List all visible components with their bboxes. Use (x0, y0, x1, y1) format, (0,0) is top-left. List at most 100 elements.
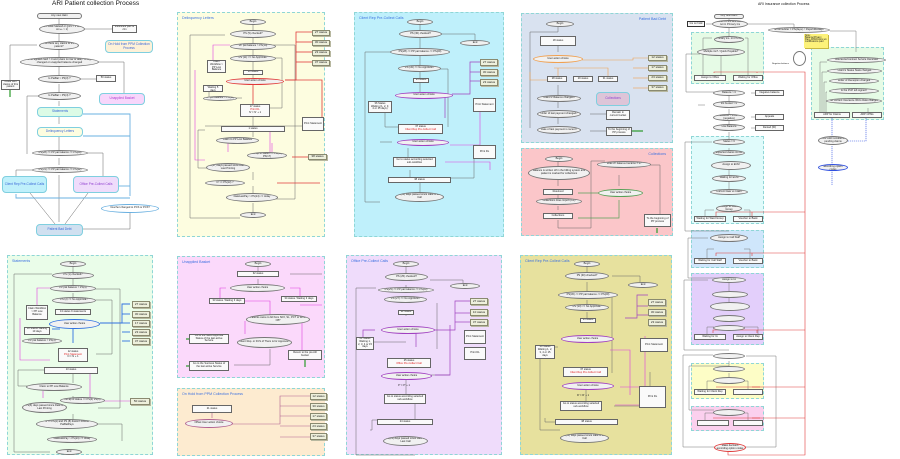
node-patient-bad-debt[interactable]: Patient Bad Debt (36, 224, 83, 236)
status-box: 17 status (648, 65, 667, 71)
decision: Client Rep. or FCS of Them is for Approv… (237, 337, 292, 348)
status-box: 27 status (470, 298, 488, 305)
decision: N >= PS(2) and PS (8) doesn't include Pa… (36, 419, 98, 429)
print-dl-text: Print DL (250, 108, 260, 112)
decision: Balance > 0.01? (negative) (713, 114, 745, 121)
node-statements[interactable]: Statements (37, 107, 83, 117)
status-text: 37 status (415, 125, 426, 129)
decision: PS(17) days passed since Date of Last Pr… (206, 163, 250, 172)
decision: Current Date vs Claim (710, 189, 748, 195)
node-end: End (56, 449, 82, 455)
decision: Low Balance (713, 124, 745, 131)
node-remain: Remain in current bucket (606, 110, 630, 120)
decision-user-action: User action choice (381, 326, 435, 334)
status-text: 17 status (249, 105, 261, 109)
node-call: 37 status Client Rep Pre-Collect Call (398, 124, 443, 134)
status-box: 30 status (648, 309, 666, 316)
counter-text: N = N + 1 (67, 355, 79, 359)
decision: PP pat balance > PS(10) (230, 43, 276, 50)
node-on-hold[interactable]: On Hold from PPM Collection Process (105, 40, 153, 53)
status-box: 27 status (132, 301, 150, 308)
node-status-waiting: 36 Status Waiting 1, 2, 3, 4 or 15 days (535, 345, 555, 359)
decision-user-action: User action choice (561, 335, 614, 343)
status-box: 30 status (310, 403, 327, 410)
node-end: End (628, 282, 658, 288)
node-assign (697, 420, 729, 426)
node-start: Any new claim (714, 14, 744, 19)
status-box: 30 status (312, 40, 330, 46)
node-to-beginning: To the beginning of PP process (606, 127, 632, 136)
node-begin: Begin (240, 19, 266, 25)
node-files-import: Collections Files Import (CF) (536, 198, 582, 205)
print-text: Print Statement (64, 352, 82, 356)
node-status: 29 status (573, 76, 593, 82)
decision: DateLastPay > PS(14) <= today (226, 193, 278, 202)
decision: Expected claims ins list (713, 150, 745, 156)
decision: Balance on ins and claim is not in Prima… (712, 20, 748, 28)
node-begin: Begin (545, 156, 573, 162)
node-unapplied-basket[interactable]: Unapplied Basket (99, 93, 145, 105)
decision: PS(31) days passed since Date of Last Ca… (395, 192, 444, 202)
decision: PP pat balance < PS(12) (203, 96, 237, 101)
decision: PS (5) checked? (230, 30, 276, 38)
decision: Balance > 0 (713, 90, 745, 96)
status-box: 27 status (312, 30, 330, 36)
status-box: 27 status (480, 59, 498, 66)
node-status-waiting: 11 Status Waiting 10 days (24, 327, 50, 335)
node-status: 35 status (580, 318, 596, 323)
panel-label: Delinquency Letters (182, 16, 214, 20)
decision: PS (1) checked? (52, 272, 94, 279)
decision: ErrorInsAfter = PS(days) < PayerNBRdays (768, 27, 830, 33)
counter-label: P' = P' + 1 (398, 384, 410, 388)
node-assign: Waiting for Ward Group (694, 216, 726, 222)
node-status: 35 status (413, 78, 429, 83)
node-go-status: Go to status according selected sub-work… (384, 394, 426, 404)
node-print-dl: Print DL (473, 145, 496, 159)
status-box: 23 status (648, 319, 666, 326)
decision: ARP Add Conditions pending claims (818, 136, 848, 145)
node-begin: Begin (393, 261, 419, 267)
node-delinquency-letters[interactable]: Delinquency Letters (37, 127, 83, 137)
decision: PS (27) <= No Approval? (384, 296, 427, 303)
node-waiting: Voucher to Bank (733, 216, 763, 222)
node-status: 18 status (540, 36, 576, 46)
panel-label: Collections (648, 152, 666, 156)
node-begin: Begin (574, 261, 600, 267)
decision: Assign to Call Staff (710, 234, 748, 242)
decision (713, 325, 745, 331)
node-print-dl: Print DL (639, 386, 666, 408)
node-print-statement: Print Statement (464, 330, 486, 344)
decision: PS (30) checked? (399, 30, 442, 38)
decision: No ap of status <= PS(4) PS(5) (60, 397, 105, 404)
node-arp-claims: ARP for Claims (814, 112, 850, 118)
node-status-waiting: 34 status. Waiting 3 days (281, 296, 317, 302)
node-status: 21 status (192, 405, 232, 413)
decision-patbal-ps4: Is PatBal > PS(4) ? (38, 92, 81, 100)
node-start: Any new claim (37, 13, 82, 19)
node-status: 24 status (377, 419, 433, 425)
decision-user-action: User action choice (397, 139, 449, 146)
node-collections[interactable]: Collections (596, 92, 630, 106)
decision-claim-hold: Clm Hold Status# or (p/rs > 1 and src++ … (39, 24, 85, 34)
panel-label: Unapplied Basket (182, 260, 211, 264)
status-box: 23 status (310, 423, 327, 430)
decision: No ap of status <= PS(11) PS(17) (247, 152, 287, 159)
node-collections: Collections (543, 213, 573, 219)
node-client-rep-calls[interactable]: Client Rep Pre-Collect Calls (2, 176, 47, 193)
node-status: 1 status (221, 126, 285, 132)
sticky-note: Note: Balance/Privacy Flag: ARWOrders wo… (804, 34, 828, 48)
call-text: Client Rep Pre-Collect Call (405, 128, 436, 131)
node-print-statement: Print Statement (640, 338, 668, 352)
node-print-dl: Print DL (464, 347, 486, 360)
node-ins-hold: Ins on hold (687, 21, 705, 27)
decision: Ins bucket > 0 (713, 101, 745, 108)
node-office-pre-calls[interactable]: Office Pre-Collect Calls (73, 176, 119, 193)
decision-user-action: Offset User action choice (185, 419, 233, 428)
panel-label: Client Rep Pre-Collect Calls (525, 259, 570, 263)
node-go-status: Go to status according selected sub-work… (560, 401, 602, 411)
status-box: 37 status (648, 85, 667, 91)
node-claim-workflow: Claim Workflow > PP Low Balance (207, 60, 226, 73)
node-print-dl: 17 status Print DL N' = N' + 1 (240, 104, 270, 117)
panel-label: Office Pre-Collect Calls (351, 259, 389, 263)
decision: PP pat balance < PS(3) (22, 338, 62, 344)
